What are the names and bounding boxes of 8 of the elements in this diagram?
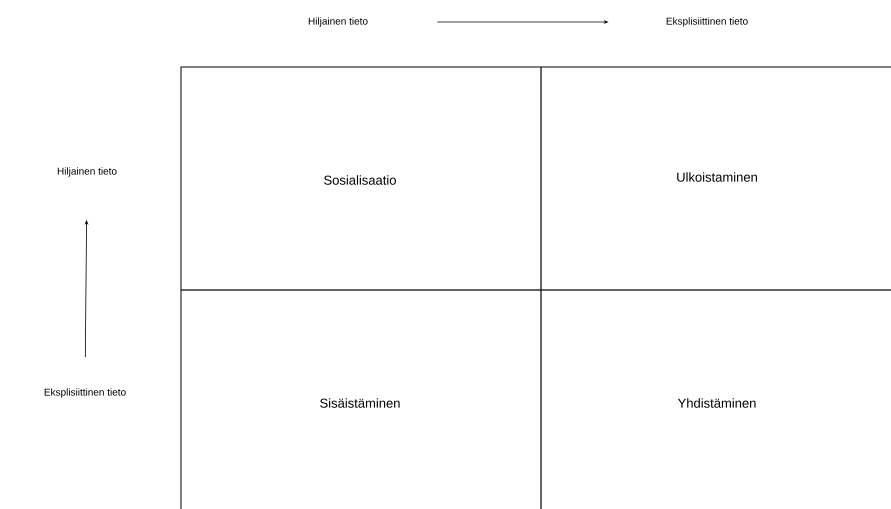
axis-label: Eksplisiittinen tieto [666,17,748,27]
quadrant-label: Yhdistäminen [678,398,756,408]
axis-label: Hiljainen tieto [58,167,117,177]
axis-label: Hiljainen tieto [308,17,368,27]
quadrant-label: Sisäistäminen [320,398,400,408]
quadrant-label: Sosialisaatio [324,175,396,185]
axis-label: Eksplisiittinen tieto [44,388,126,398]
quadrant-label: Ulkoistaminen [677,172,757,182]
